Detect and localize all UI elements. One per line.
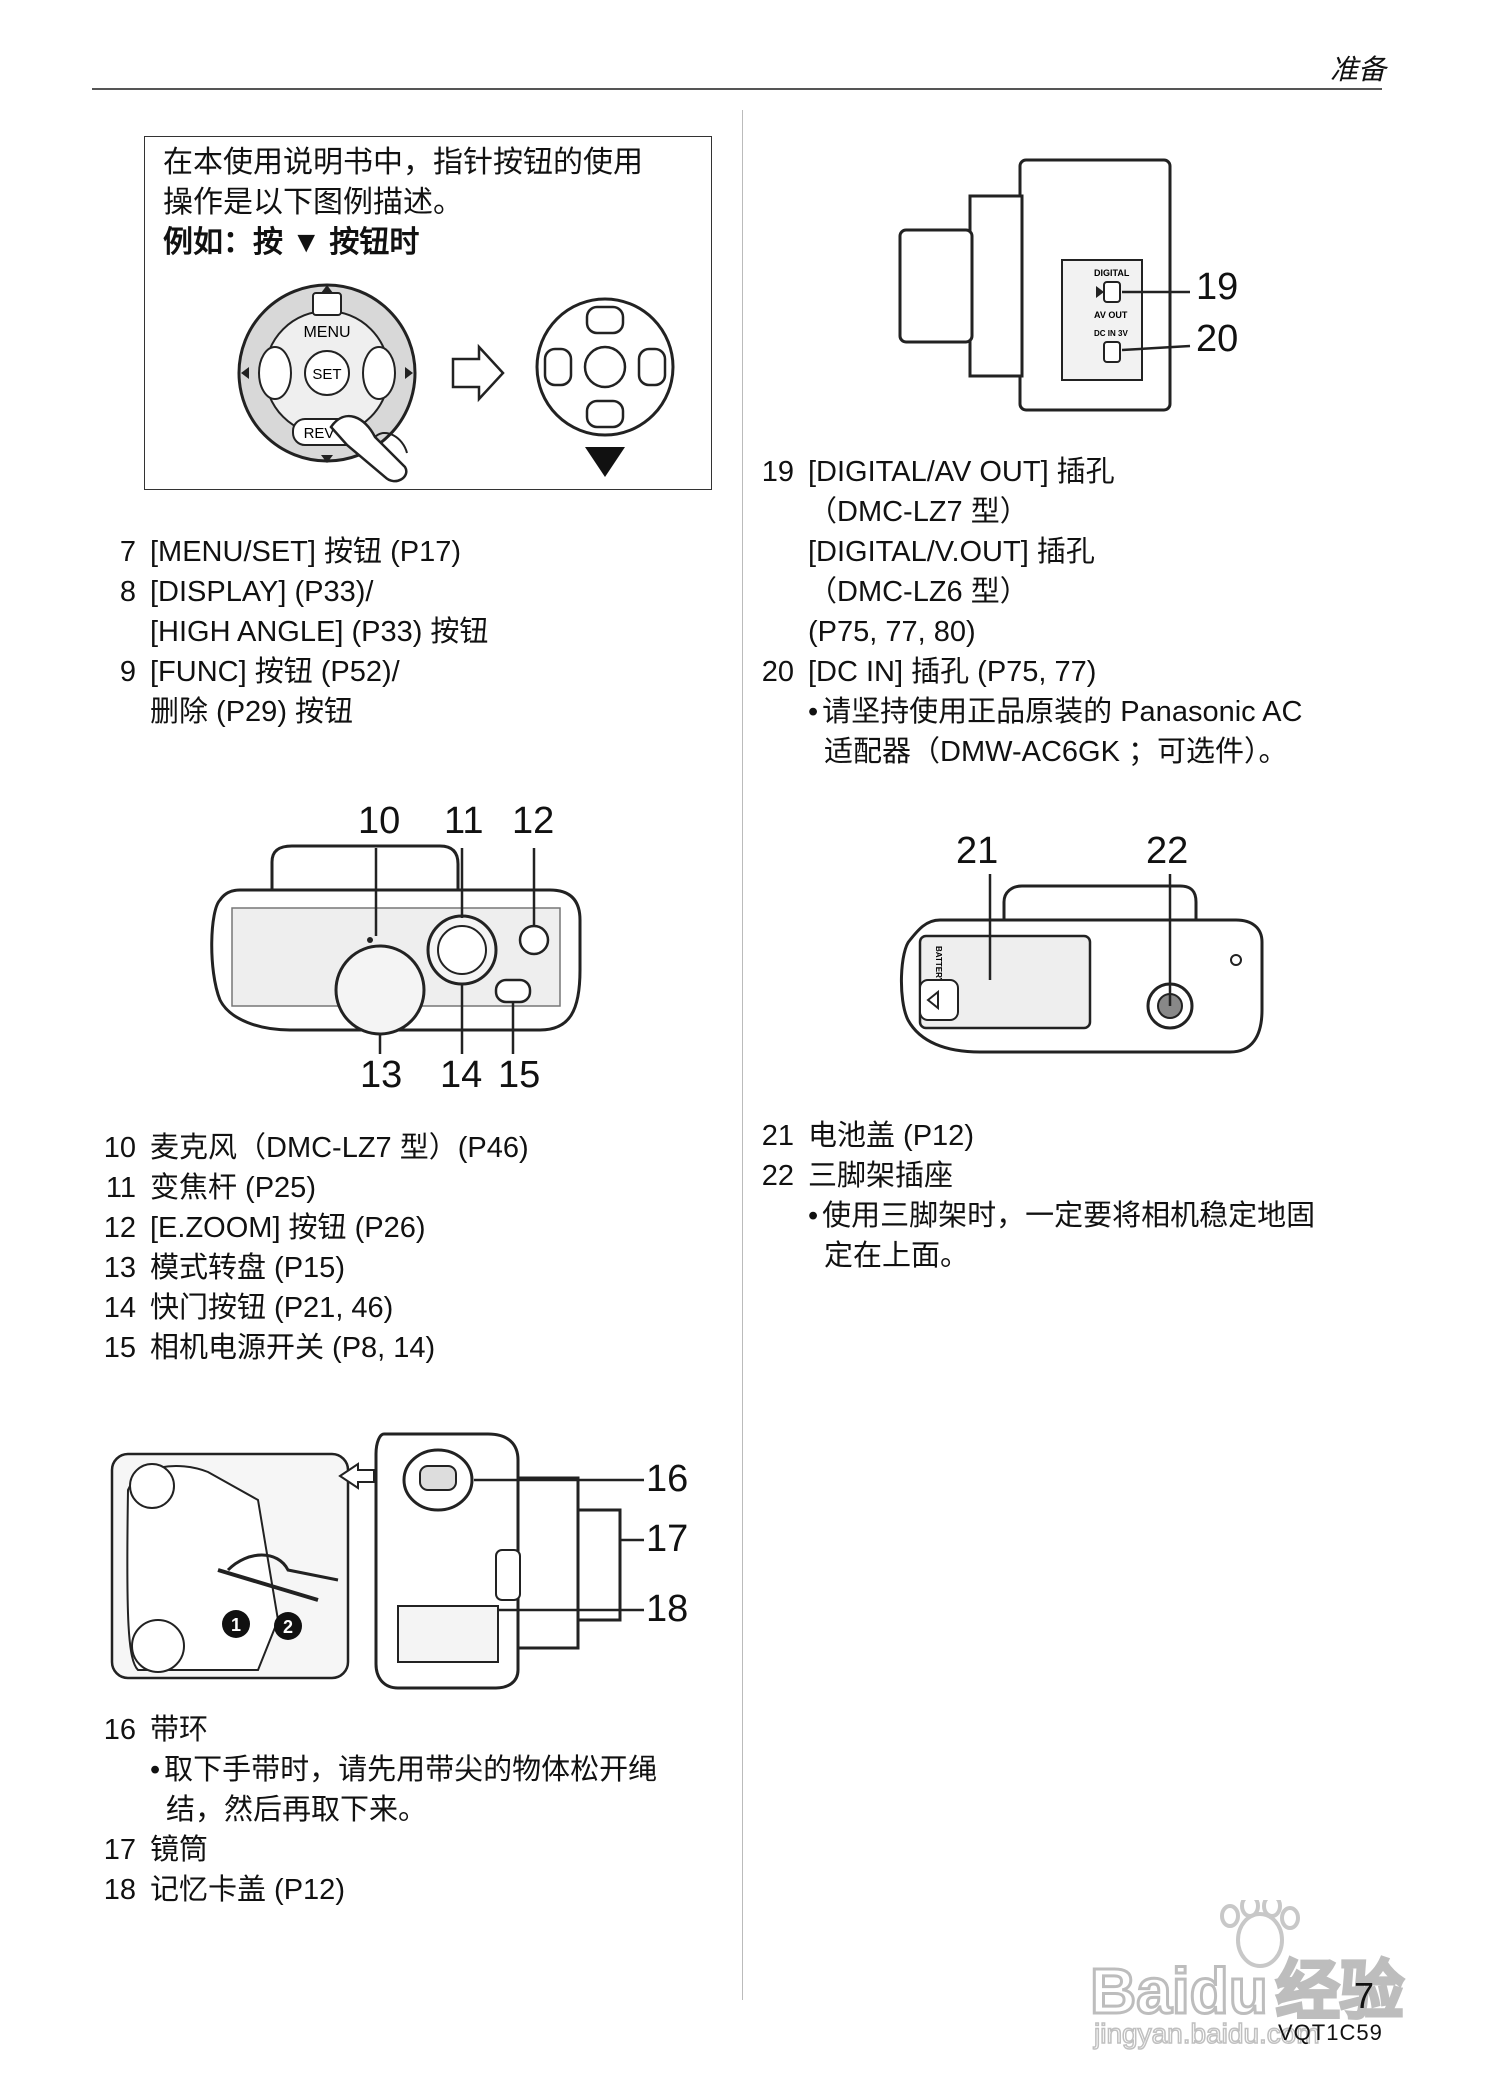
callout-15: 15: [498, 1054, 541, 1096]
camera-bottom-view-drawing: BATTERY: [900, 874, 1264, 1054]
battery-label: BATTERY: [934, 946, 943, 984]
callout-17: 17: [646, 1518, 689, 1560]
callout-text: 在本使用说明书中，指针按钮的使用 操作是以下图例描述。 例如：按 ▼ 按钮时: [163, 143, 643, 263]
battery-latch-arrow-icon: [926, 989, 939, 1011]
list-item: 20[DC IN] 插孔 (P75, 77): [761, 656, 1097, 688]
port-label-avout: AV OUT: [1094, 310, 1128, 320]
callout-19: 19: [1196, 266, 1239, 308]
camera-side-view-drawing: 1 2: [110, 1432, 644, 1690]
callout-18: 18: [646, 1588, 689, 1630]
dial-rev-label: REV: [304, 425, 335, 442]
bullet-line-cont: 结，然后再取下来。: [166, 1794, 428, 1826]
port-label-dcin: DC IN 3V: [1094, 329, 1128, 338]
list-item-cont: （DMC-LZ7 型）: [808, 496, 1029, 528]
callout-20: 20: [1196, 318, 1239, 360]
bullet-line: 使用三脚架时，一定要将相机稳定地固: [742, 1196, 1315, 1236]
list-item: 9[FUNC] 按钮 (P52)/: [119, 656, 400, 688]
document-code: VQT1C59: [1278, 2020, 1383, 2045]
page-number: 7: [1354, 1975, 1375, 2016]
camera-bottom-view-figure: BATTERY 21 22: [880, 830, 1270, 1090]
port-label-digital: DIGITAL: [1094, 268, 1130, 278]
list-item-cont: 删除 (P29) 按钮: [150, 696, 354, 728]
callout-line-2: 操作是以下图例描述。: [163, 186, 463, 219]
callout-13: 13: [360, 1054, 403, 1096]
camera-top-view-drawing: [210, 844, 582, 1054]
header-section-title: 准备: [1330, 54, 1387, 85]
callout-line-1: 在本使用说明书中，指针按钮的使用: [163, 146, 643, 179]
column-divider: [742, 110, 743, 2000]
callout-12: 12: [512, 800, 555, 842]
callout-22: 22: [1146, 830, 1189, 872]
down-arrow-icon: [585, 447, 625, 477]
header-rule: [92, 88, 1382, 90]
camera-side-view-figure: 1 2 16 17 18: [108, 1420, 708, 1690]
step-2-label: 2: [283, 1617, 293, 1637]
dial-menu-label: MENU: [303, 324, 350, 341]
list-item-cont: （DMC-LZ6 型）: [808, 576, 1029, 608]
callout-box: 在本使用说明书中，指针按钮的使用 操作是以下图例描述。 例如：按 ▼ 按钮时 M…: [144, 136, 712, 490]
list-item: 19[DIGITAL/AV OUT] 插孔: [761, 456, 1115, 488]
dial-set-label: SET: [312, 366, 341, 383]
list-a: 7[MENU/SET] 按钮 (P17) 8[DISPLAY] (P33)/ […: [84, 532, 489, 732]
camera-top-view-figure: 10 11 12 13 14 15: [200, 800, 600, 1100]
list-item-cont: [HIGH ANGLE] (P33) 按钮: [150, 616, 489, 648]
port-arrow-icon: [1096, 286, 1104, 298]
callout-16: 16: [646, 1458, 689, 1500]
list-d: 19[DIGITAL/AV OUT] 插孔 （DMC-LZ7 型） [DIGIT…: [742, 452, 1303, 772]
bullet-line: 取下手带时，请先用带尖的物体松开绳: [84, 1750, 657, 1790]
callout-example: 例如：按 ▼ 按钮时: [163, 226, 420, 259]
callout-14: 14: [440, 1054, 483, 1096]
list-item-cont: [DIGITAL/V.OUT] 插孔: [808, 536, 1095, 568]
bullet-line-cont: 定在上面。: [824, 1240, 970, 1272]
list-item: 12[E.ZOOM] 按钮 (P26): [103, 1212, 426, 1244]
step-1-badge: [222, 1610, 250, 1638]
callout-11: 11: [444, 800, 484, 842]
list-item: 7[MENU/SET] 按钮 (P17): [119, 536, 461, 568]
cursor-dial-illustration: MENU SET REV: [237, 283, 675, 483]
callout-10: 10: [358, 800, 401, 842]
step-1-label: 1: [231, 1615, 241, 1635]
watermark-site: jingyan.baidu.com: [1093, 2017, 1320, 2050]
bullet-line-cont: 适配器（DMW-AC6GK ；可选件）。: [824, 736, 1288, 768]
camera-port-view-figure: DIGITAL AV OUT DC IN 3V 19 20: [890, 150, 1270, 420]
list-item-cont: (P75, 77, 80): [808, 616, 976, 648]
list-item: 8[DISPLAY] (P33)/: [119, 576, 374, 608]
camera-port-view-drawing: DIGITAL AV OUT DC IN 3V: [898, 158, 1191, 412]
bullet-line: 请坚持使用正品原装的 Panasonic AC: [742, 692, 1302, 732]
callout-21: 21: [956, 830, 999, 872]
step-2-badge: [274, 1612, 302, 1640]
